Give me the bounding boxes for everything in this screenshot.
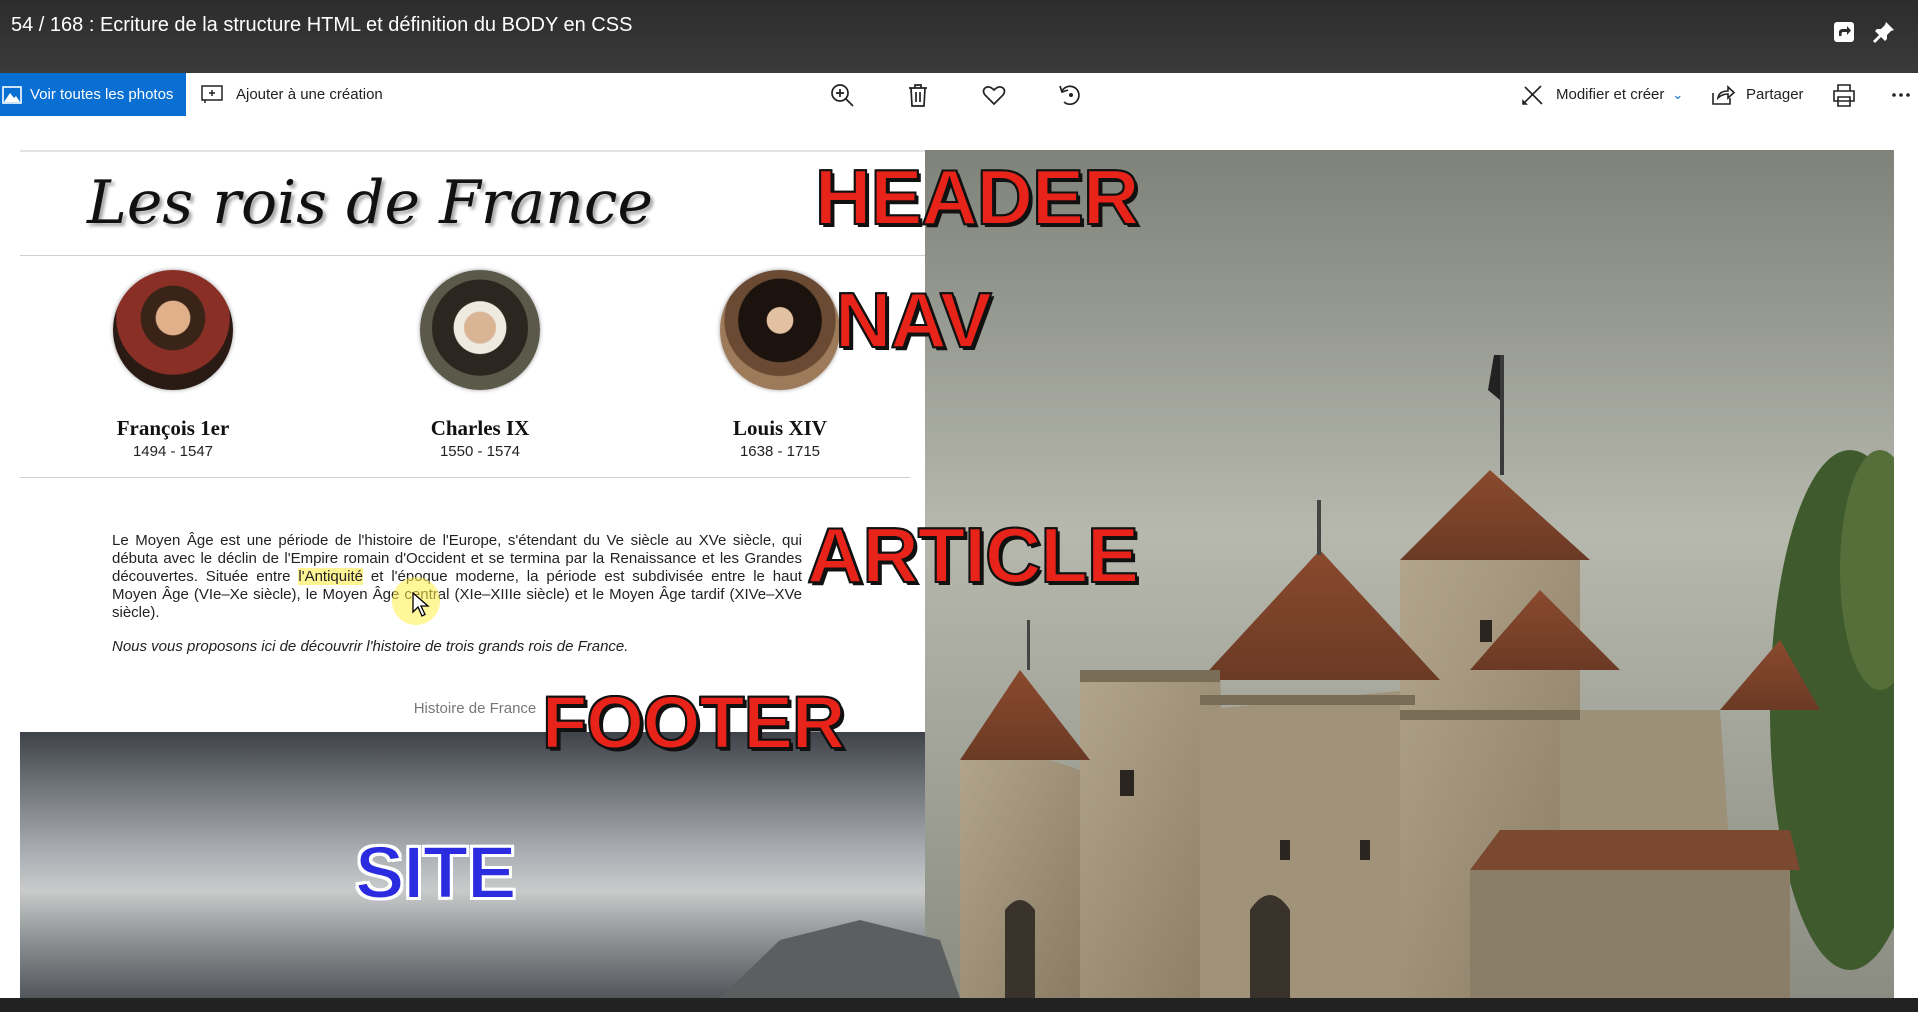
edit-create-button[interactable]: Modifier et créer ⌄	[1520, 73, 1683, 116]
photos-icon	[2, 85, 22, 104]
label-site: SITE	[354, 830, 517, 915]
share-icon[interactable]	[1832, 20, 1860, 48]
print-icon[interactable]	[1831, 82, 1857, 108]
all-photos-button[interactable]: Voir toutes les photos	[0, 73, 186, 116]
share-arrow-icon	[1712, 84, 1736, 105]
add-creation-icon	[201, 84, 223, 103]
video-title-bar: 54 / 168 : Ecriture de la structure HTML…	[0, 0, 1918, 73]
bottom-bar	[0, 998, 1918, 1012]
castle-illustration	[720, 150, 1894, 998]
edit-create-label: Modifier et créer	[1556, 86, 1665, 103]
label-nav: NAV	[834, 275, 993, 365]
portrait-charles	[420, 270, 540, 390]
web-page-mockup: Les rois de France François 1er 1494 - 1…	[20, 150, 925, 732]
zoom-in-icon[interactable]	[829, 82, 855, 108]
video-title: 54 / 168 : Ecriture de la structure HTML…	[11, 14, 633, 36]
all-photos-label: Voir toutes les photos	[30, 86, 174, 103]
delete-icon[interactable]	[905, 82, 931, 108]
king-name: Louis XIV	[733, 416, 827, 440]
photo-viewer-toolbar: Voir toutes les photos Ajouter à une cré…	[0, 73, 1918, 116]
king-card-francois: François 1er 1494 - 1547	[63, 270, 283, 460]
header-divider	[20, 255, 925, 256]
rotate-icon[interactable]	[1057, 82, 1083, 108]
article-intro-paragraph: Nous vous proposons ici de découvrir l'h…	[112, 638, 629, 655]
nav-divider	[20, 477, 910, 478]
favorite-icon[interactable]	[981, 82, 1007, 108]
article-paragraph: Le Moyen Âge est une période de l'histoi…	[112, 532, 803, 621]
footer-text: Histoire de France	[413, 700, 537, 717]
share-button[interactable]: Partager	[1710, 73, 1804, 116]
label-article: ARTICLE	[806, 510, 1140, 600]
more-icon[interactable]	[1888, 82, 1914, 108]
site-title: Les rois de France	[87, 168, 653, 238]
mouse-cursor-icon	[412, 592, 430, 617]
edit-icon	[1522, 84, 1543, 105]
portrait-francois	[113, 270, 233, 390]
article-text: Le Moyen Âge est une période de l'histoi…	[112, 532, 802, 672]
chevron-down-icon: ⌄	[1672, 86, 1684, 102]
king-years: 1638 - 1715	[739, 443, 821, 460]
king-years: 1494 - 1547	[132, 443, 214, 460]
king-name: Charles IX	[430, 416, 530, 440]
king-card-charles: Charles IX 1550 - 1574	[370, 270, 590, 460]
king-name: François 1er	[116, 416, 230, 440]
label-footer: FOOTER	[541, 680, 846, 765]
king-years: 1550 - 1574	[439, 443, 521, 460]
slide-image: Les rois de France François 1er 1494 - 1…	[20, 150, 1894, 998]
share-label: Partager	[1746, 86, 1804, 103]
label-header: HEADER	[814, 152, 1140, 242]
portrait-louis	[720, 270, 840, 390]
add-to-creation-label: Ajouter à une création	[236, 86, 383, 103]
add-to-creation-button[interactable]: Ajouter à une création	[200, 73, 383, 116]
king-card-louis: Louis XIV 1638 - 1715	[670, 270, 890, 460]
pin-icon[interactable]	[1872, 20, 1900, 48]
